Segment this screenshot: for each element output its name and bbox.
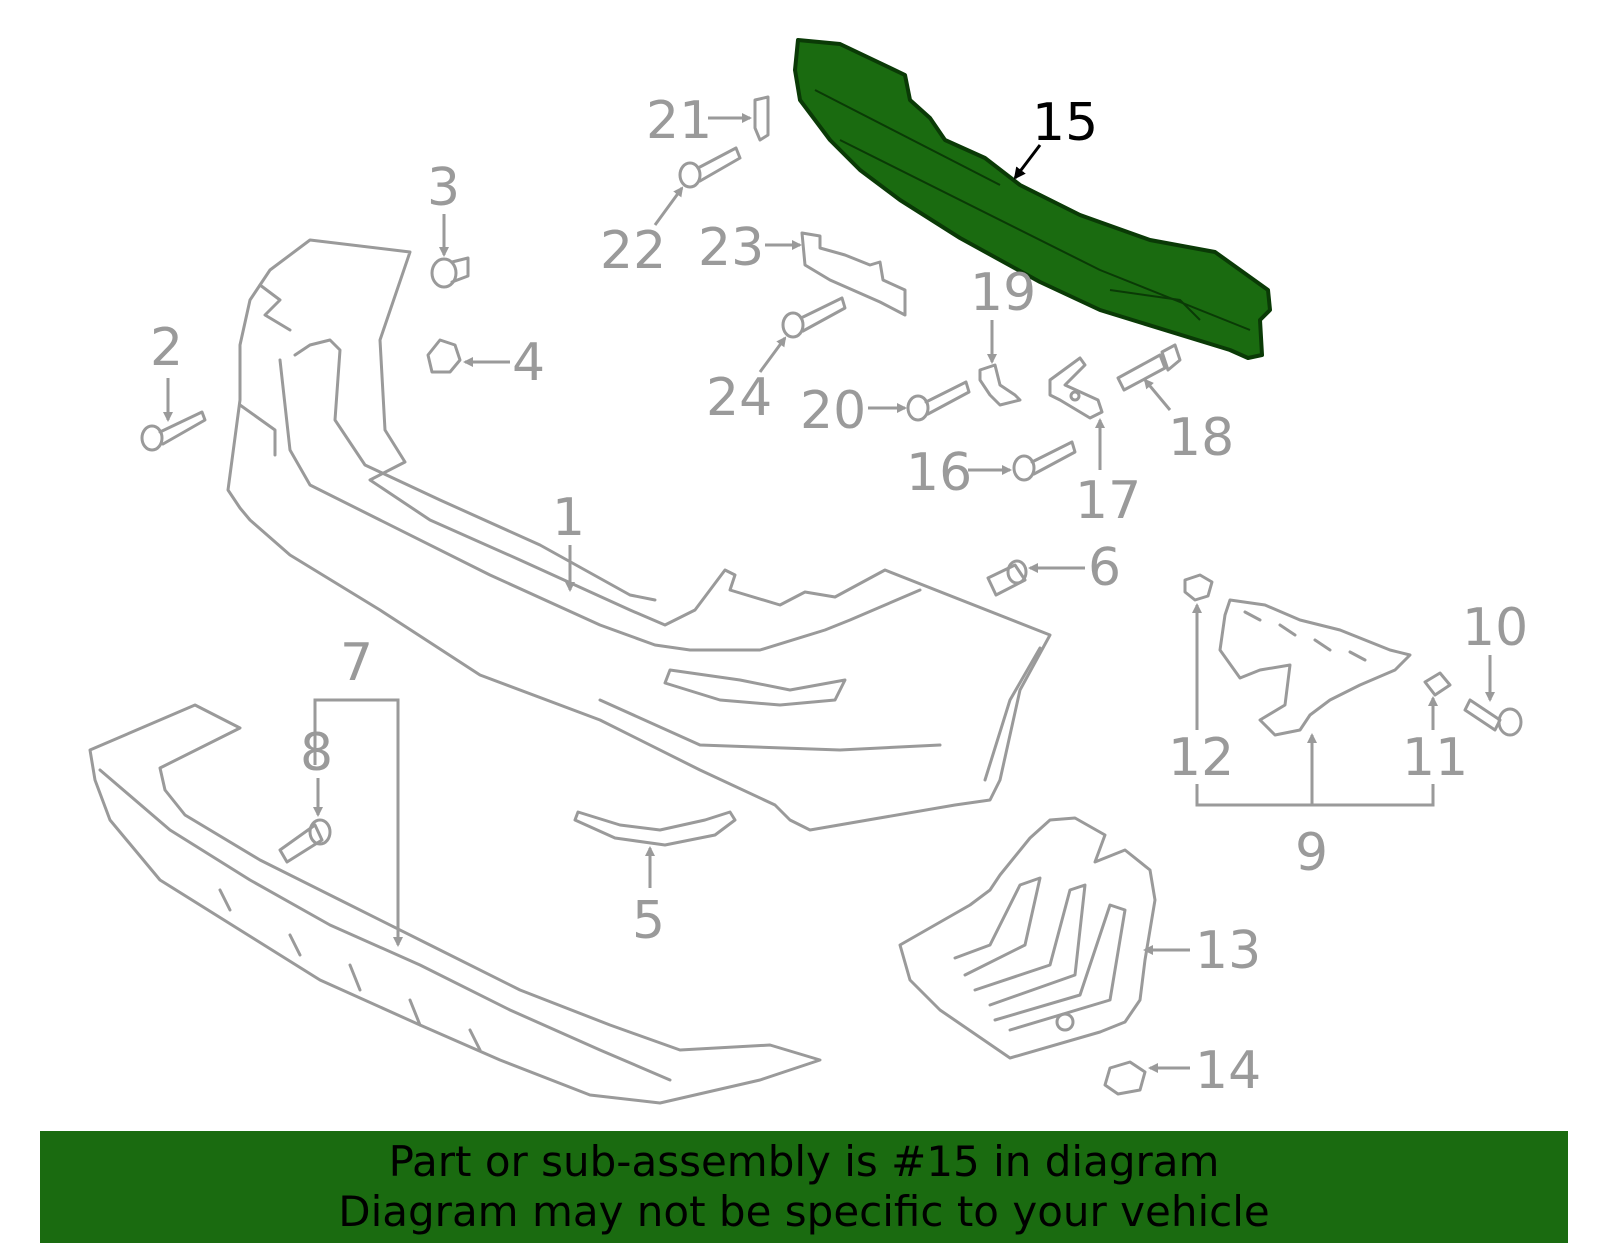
fastener-12 [1183, 573, 1214, 602]
fastener-2 [140, 410, 207, 452]
part-15-reinforcement [793, 38, 1272, 360]
part-23-strip [800, 231, 907, 317]
callout-7: 7 [340, 633, 373, 693]
fastener-18 [1116, 343, 1182, 392]
fastener-8 [278, 818, 332, 864]
info-banner: Part or sub-assembly is #15 in diagram D… [40, 1131, 1568, 1243]
fastener-10 [1463, 698, 1523, 737]
part-13-splash-shield [898, 816, 1157, 1060]
callout-24: 24 [706, 368, 772, 428]
callout-6: 6 [1088, 538, 1121, 598]
fastener-11 [1423, 671, 1452, 697]
banner-line-1: Part or sub-assembly is #15 in diagram [388, 1137, 1220, 1186]
callout-22: 22 [600, 221, 666, 281]
fastener-16 [1012, 440, 1077, 482]
part-5-reflector [573, 810, 737, 847]
part-9-bracket [1218, 598, 1412, 737]
callout-labels: 1 2 3 4 5 6 7 8 9 10 11 12 13 14 15 16 1… [150, 91, 1528, 1101]
fastener-24 [781, 296, 847, 339]
callout-17: 17 [1075, 471, 1141, 531]
callout-10: 10 [1462, 598, 1528, 658]
part-21-clip [753, 95, 770, 142]
part-17-bracket [1048, 356, 1104, 420]
callout-21: 21 [646, 91, 712, 151]
part-7-lower-valance [88, 703, 822, 1105]
part-19-bracket [978, 363, 1022, 407]
callout-15: 15 [1032, 93, 1098, 153]
fastener-20 [906, 380, 971, 422]
callout-4: 4 [512, 333, 545, 393]
callout-18: 18 [1168, 408, 1234, 468]
banner-line-2: Diagram may not be specific to your vehi… [338, 1187, 1270, 1236]
fastener-22 [678, 146, 742, 189]
callout-5: 5 [632, 891, 665, 951]
callout-14: 14 [1195, 1041, 1261, 1101]
fastener-14 [1103, 1060, 1147, 1096]
callout-11: 11 [1402, 728, 1468, 788]
fastener-3 [430, 256, 470, 289]
callout-12: 12 [1168, 728, 1234, 788]
part-1-bumper-cover [226, 238, 1052, 832]
fastener-6 [986, 559, 1028, 597]
callout-3: 3 [427, 158, 460, 218]
callout-23: 23 [698, 218, 764, 278]
callout-19: 19 [970, 263, 1036, 323]
fastener-4 [426, 338, 462, 374]
callout-13: 13 [1195, 921, 1261, 981]
callout-2: 2 [150, 318, 183, 378]
callout-16: 16 [906, 443, 972, 503]
callout-9: 9 [1295, 823, 1328, 883]
callout-1: 1 [552, 488, 585, 548]
callout-8: 8 [300, 723, 333, 783]
callout-20: 20 [800, 381, 866, 441]
leader-lines [163, 113, 1495, 1073]
